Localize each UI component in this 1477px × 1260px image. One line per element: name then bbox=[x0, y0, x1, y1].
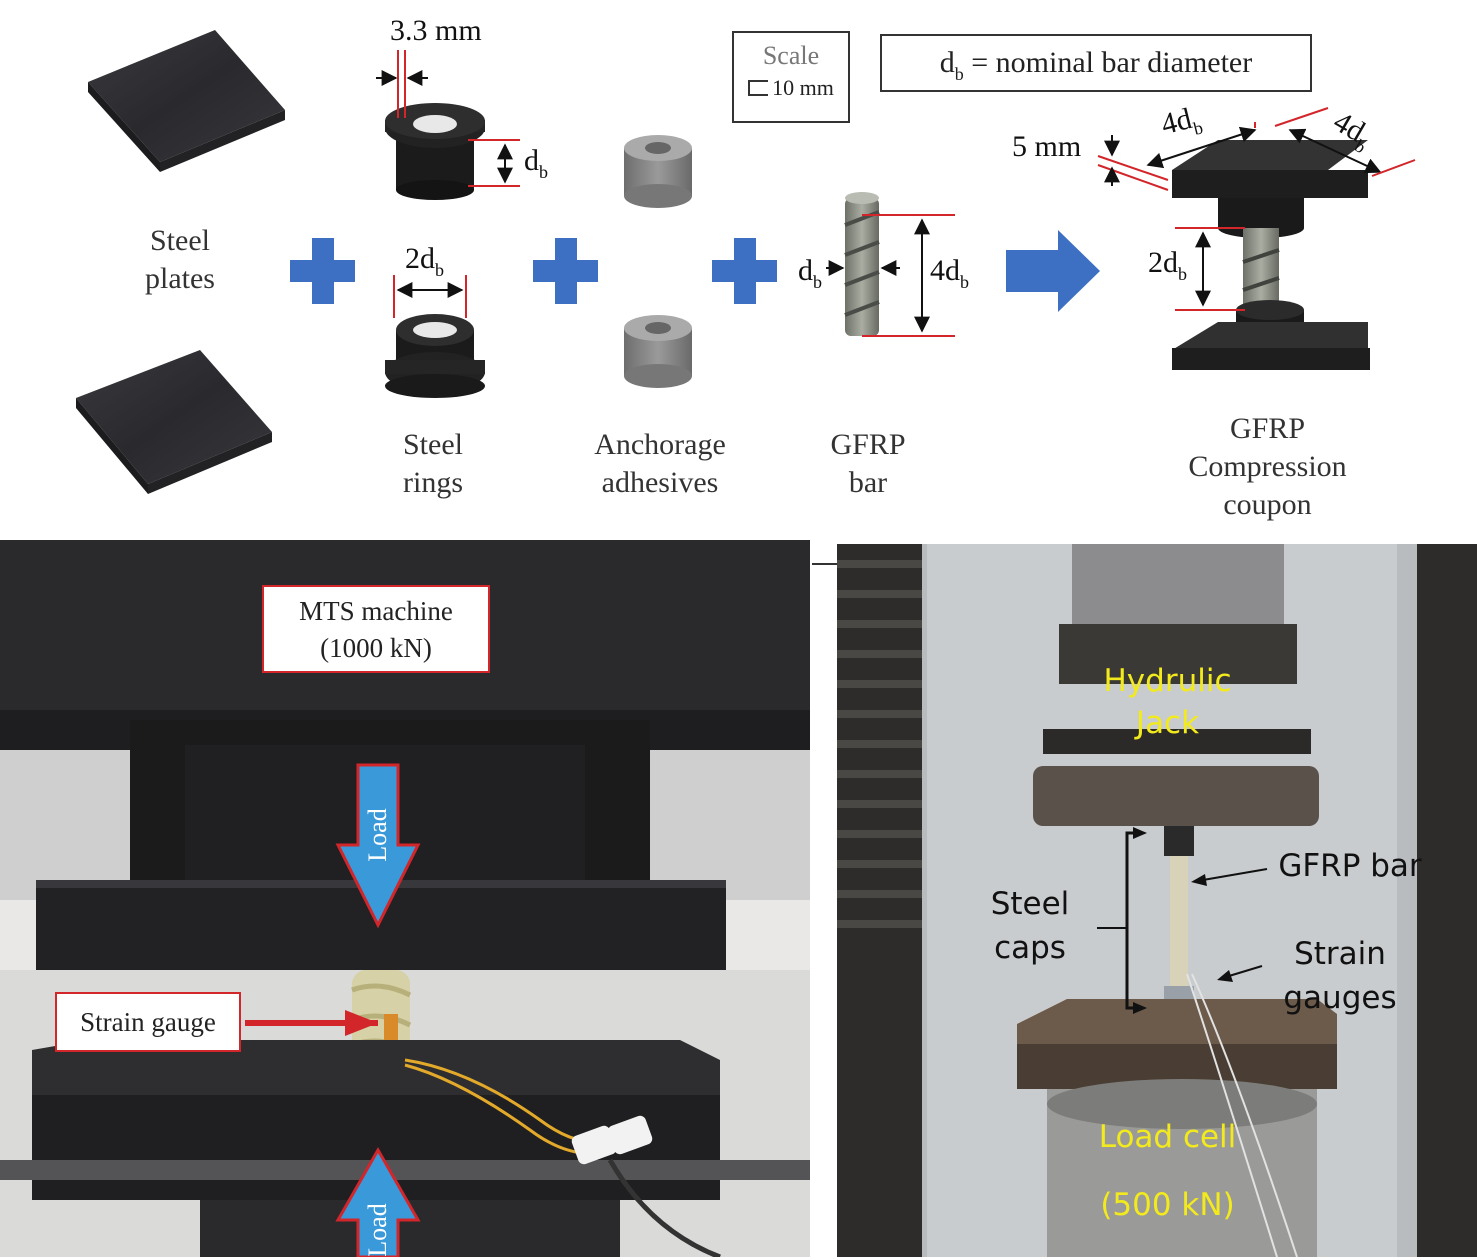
load-frame-photo bbox=[837, 544, 1477, 1257]
steel-plates-label: Steel plates bbox=[145, 224, 215, 295]
steel-rings-label: Steel rings bbox=[403, 428, 463, 499]
steel-ring-bottom bbox=[385, 314, 485, 398]
coupon-gap-dim: 2db bbox=[1148, 246, 1187, 284]
gfrp-bar-graphic bbox=[844, 192, 880, 336]
ring-height-dim: db bbox=[524, 144, 548, 182]
adhesive-top bbox=[624, 135, 692, 208]
bar-diameter-dim: db bbox=[798, 254, 822, 292]
adhesive-bottom bbox=[624, 315, 692, 388]
steel-plate-bottom bbox=[76, 350, 272, 494]
ring-width-dim: 2db bbox=[405, 242, 444, 280]
plus-icon bbox=[290, 238, 355, 304]
steel-ring-top bbox=[385, 103, 485, 200]
nominal-diameter-legend: db = nominal bar diameter bbox=[880, 34, 1312, 92]
anchorage-adhesives-label: Anchorage adhesives bbox=[594, 428, 726, 499]
assembly-diagram bbox=[76, 30, 1416, 494]
load-cell-capacity-label: (500 kN) bbox=[1100, 1187, 1235, 1223]
strain-gauges-label: Strain gauges bbox=[1283, 936, 1397, 1016]
steel-plate-top bbox=[88, 30, 285, 172]
separator bbox=[812, 563, 838, 565]
gfrp-coupon-label: GFRP Compression coupon bbox=[1188, 412, 1347, 521]
load-cell-label: Load cell bbox=[1098, 1119, 1237, 1155]
gfrp-coupon-graphic bbox=[1172, 140, 1370, 370]
scale-bar-icon bbox=[748, 80, 769, 96]
load-label-bottom: Load bbox=[363, 1203, 392, 1257]
strain-gauge-label: Strain gauge bbox=[55, 992, 241, 1052]
load-arrow-up-icon bbox=[335, 1146, 421, 1257]
mts-machine-label: MTS machine (1000 kN) bbox=[262, 585, 490, 673]
right-arrow-icon bbox=[1006, 230, 1100, 312]
plus-icon bbox=[533, 238, 598, 304]
hydraulic-jack-label: Hydrulic Jack bbox=[1103, 663, 1232, 741]
bar-length-dim: 4db bbox=[930, 254, 969, 292]
gfrp-bar-photo-label: GFRP bar bbox=[1278, 848, 1422, 884]
scale-title: Scale bbox=[762, 41, 820, 70]
load-label-top: Load bbox=[363, 808, 392, 862]
scale-box: Scale 10 mm bbox=[732, 31, 850, 123]
mts-machine-photo bbox=[0, 540, 810, 1257]
scale-value: 10 mm bbox=[734, 75, 848, 101]
ring-thickness-dim: 3.3 mm bbox=[390, 14, 482, 47]
steel-caps-label: Steel caps bbox=[990, 886, 1070, 966]
gfrp-bar-label: GFRP bar bbox=[830, 428, 906, 499]
plate-thickness-dim: 5 mm bbox=[1012, 130, 1082, 163]
plus-icon bbox=[712, 238, 777, 304]
load-arrow-down-icon bbox=[335, 763, 421, 929]
